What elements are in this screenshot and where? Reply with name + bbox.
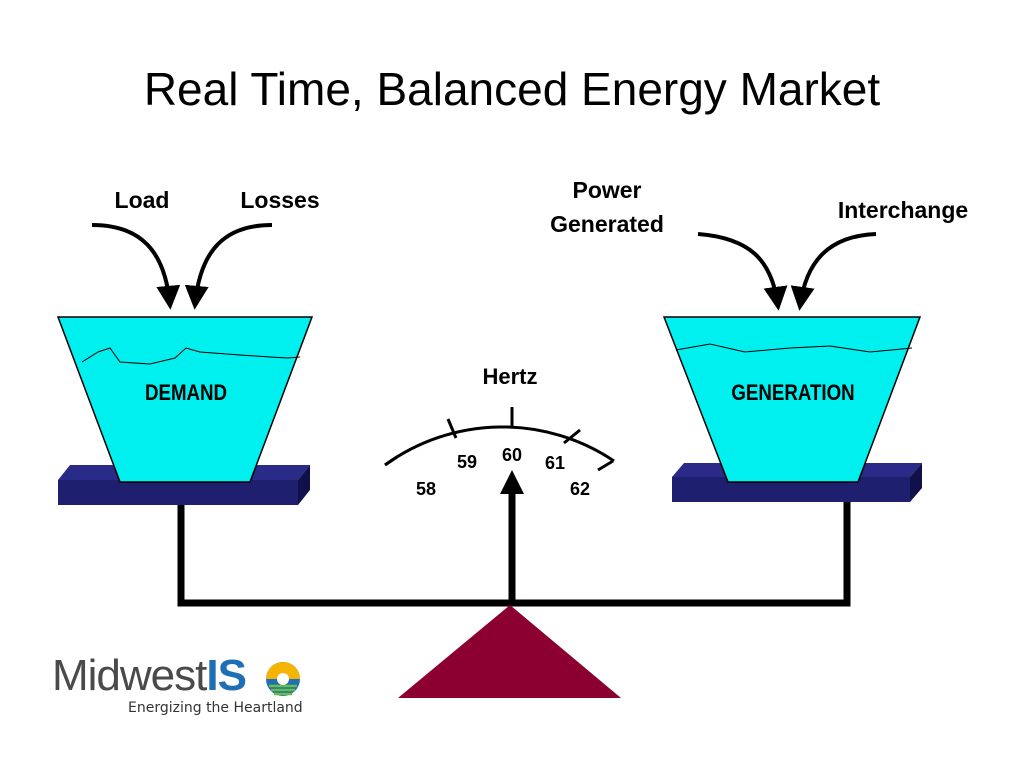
gauge-label: Hertz <box>482 364 537 389</box>
midwest-iso-logo: MidwestIS Energizing the Heartland <box>52 652 312 722</box>
logo-word-main: Midwest <box>52 651 207 700</box>
balance-beam <box>177 498 851 607</box>
power-label: Power <box>572 177 641 203</box>
gauge-ticks <box>384 407 614 472</box>
logo-wordmark: MidwestIS <box>52 651 247 700</box>
interchange-arrow <box>790 232 877 311</box>
load-label: Load <box>115 187 170 213</box>
fulcrum-triangle <box>398 605 621 698</box>
demand-bucket <box>56 316 314 483</box>
generated-label: Generated <box>550 211 664 237</box>
power-generated-arrow <box>697 232 788 311</box>
gauge-tick-58: 58 <box>416 479 436 499</box>
sun-icon <box>266 662 300 696</box>
losses-arrow <box>184 223 273 310</box>
load-arrow <box>91 223 181 310</box>
logo-tagline: Energizing the Heartland <box>128 700 303 716</box>
gauge-tick-59: 59 <box>457 452 477 472</box>
logo-word-accent: IS <box>206 651 247 700</box>
gauge-arc <box>384 425 615 467</box>
generation-label: GENERATION <box>731 382 854 406</box>
gauge-tick-61: 61 <box>545 453 565 473</box>
gauge-needle-head <box>500 470 524 494</box>
losses-label: Losses <box>240 187 319 213</box>
interchange-label: Interchange <box>838 197 968 223</box>
generation-bucket <box>662 316 922 483</box>
demand-label: DEMAND <box>145 382 227 406</box>
slide-title: Real Time, Balanced Energy Market <box>143 63 881 115</box>
gauge-tick-60: 60 <box>502 445 522 465</box>
gauge-tick-62: 62 <box>570 479 590 499</box>
